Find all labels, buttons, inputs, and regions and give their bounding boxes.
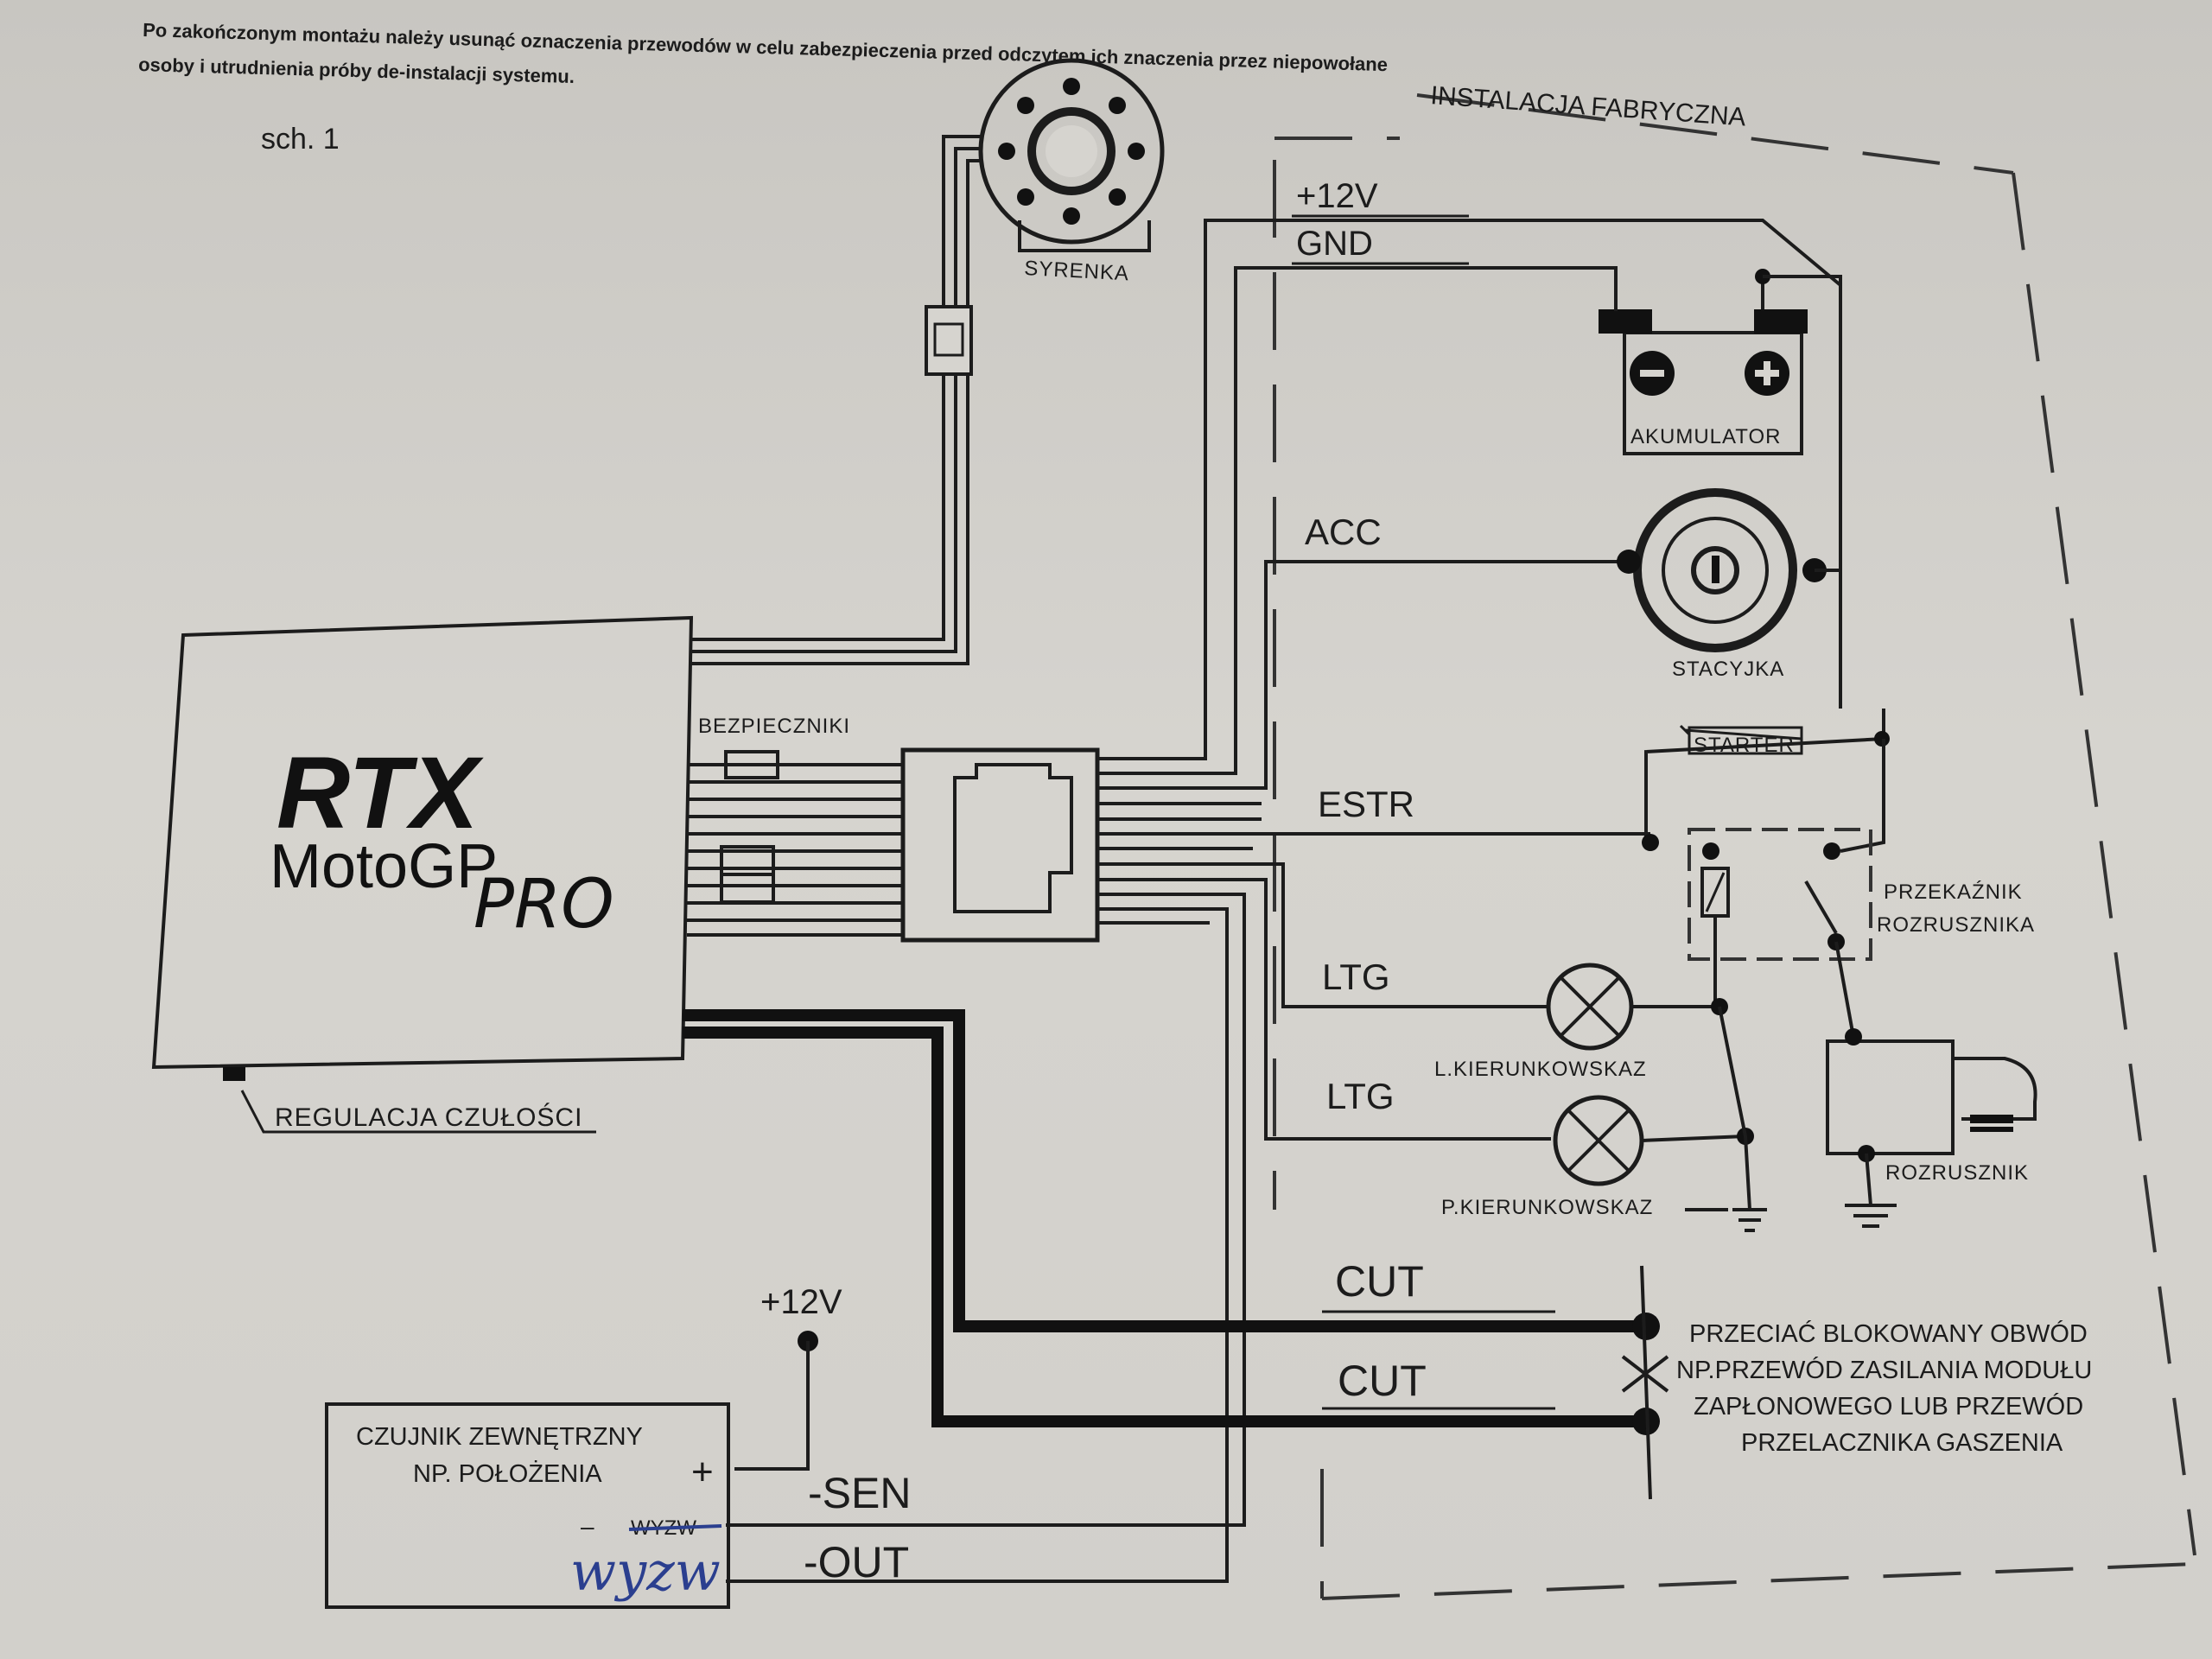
header-text-line2: osoby i utrudnienia próby de-instalacji …	[138, 54, 575, 87]
wire-label-out: -OUT	[804, 1538, 909, 1586]
sensor-12v-label: +12V	[760, 1283, 842, 1321]
cut-wires	[683, 1009, 1669, 1500]
siren	[978, 58, 1165, 252]
siren-label: SYRENKA	[1024, 257, 1130, 285]
siren-wires	[691, 135, 981, 665]
starter-motor	[1826, 1028, 2037, 1228]
sensor-label-1: CZUJNIK ZEWNĘTRZNY	[356, 1423, 643, 1451]
rtx-logo: RTX	[276, 736, 484, 850]
cut-label-underlines	[1322, 1310, 1555, 1410]
wire-label-estr: ESTR	[1318, 784, 1414, 824]
ignition-switch	[1617, 488, 1840, 652]
wire-label-gnd: GND	[1296, 225, 1373, 263]
sensor-minus-mark: –	[581, 1513, 594, 1540]
factory-installation-frame	[1273, 93, 2196, 1600]
wire-label-12v: +12V	[1296, 177, 1378, 215]
wire-harness	[687, 763, 903, 937]
wire-label-cut2: CUT	[1338, 1357, 1427, 1405]
connector	[900, 747, 1100, 943]
right-indicator-label: P.KIERUNKOWSKAZ	[1441, 1196, 1653, 1219]
signal-wires	[726, 219, 1842, 1583]
starter-switch-label: STARTER	[1694, 734, 1795, 757]
left-indicator-label: L.KIERUNKOWSKAZ	[1434, 1058, 1647, 1081]
cut-note-line4: PRZELACZNIKA GASZENIA	[1741, 1429, 2063, 1457]
unit-model: MotoGP	[270, 832, 498, 901]
right-indicator-lamp	[1553, 1006, 1767, 1232]
left-indicator-lamp	[1546, 963, 1728, 1051]
battery-label: AKUMULATOR	[1630, 425, 1781, 448]
handwritten-note: wyzw	[570, 1540, 721, 1603]
external-sensor	[325, 1331, 818, 1609]
factory-installation-label: INSTALACJA FABRYCZNA	[1430, 81, 1747, 131]
wire-label-sen: -SEN	[808, 1469, 911, 1517]
sensitivity-leader	[240, 1090, 596, 1134]
wire-label-ltg2: LTG	[1326, 1076, 1395, 1116]
fuses-label: BEZPIECZNIKI	[698, 715, 850, 738]
strike-through	[628, 1524, 722, 1531]
wire-label-acc: ACC	[1305, 512, 1382, 552]
cut-note-line2: NP.PRZEWÓD ZASILANIA MODUŁU	[1676, 1356, 2092, 1384]
unit-suffix: PRO	[474, 866, 614, 944]
cut-note-line3: ZAPŁONOWEGO LUB PRZEWÓD	[1694, 1392, 2083, 1421]
ignition-label: STACYJKA	[1672, 658, 1784, 681]
starter-motor-label: ROZRUSZNIK	[1885, 1161, 2029, 1185]
wire-label-underlines	[1292, 214, 1469, 265]
relay-label-1: PRZEKAŹNIK	[1884, 880, 2023, 904]
wire-label-ltg1: LTG	[1322, 957, 1390, 997]
battery	[1599, 269, 1842, 709]
sensor-label-2: NP. POŁOŻENIA	[413, 1459, 602, 1488]
fuse-block	[720, 750, 779, 904]
relay-label-2: ROZRUSZNIKA	[1877, 913, 2035, 937]
scheme-label: sch. 1	[261, 123, 340, 156]
wire-label-cut1: CUT	[1335, 1257, 1424, 1306]
cut-note-line1: PRZECIAĆ BLOKOWANY OBWÓD	[1689, 1319, 2088, 1348]
sensitivity-label: REGULACJA CZUŁOŚCI	[275, 1103, 582, 1132]
rtx-unit	[151, 615, 694, 1081]
starter-circuit	[1642, 709, 1890, 1038]
sensor-plus-terminal: +	[691, 1451, 714, 1493]
